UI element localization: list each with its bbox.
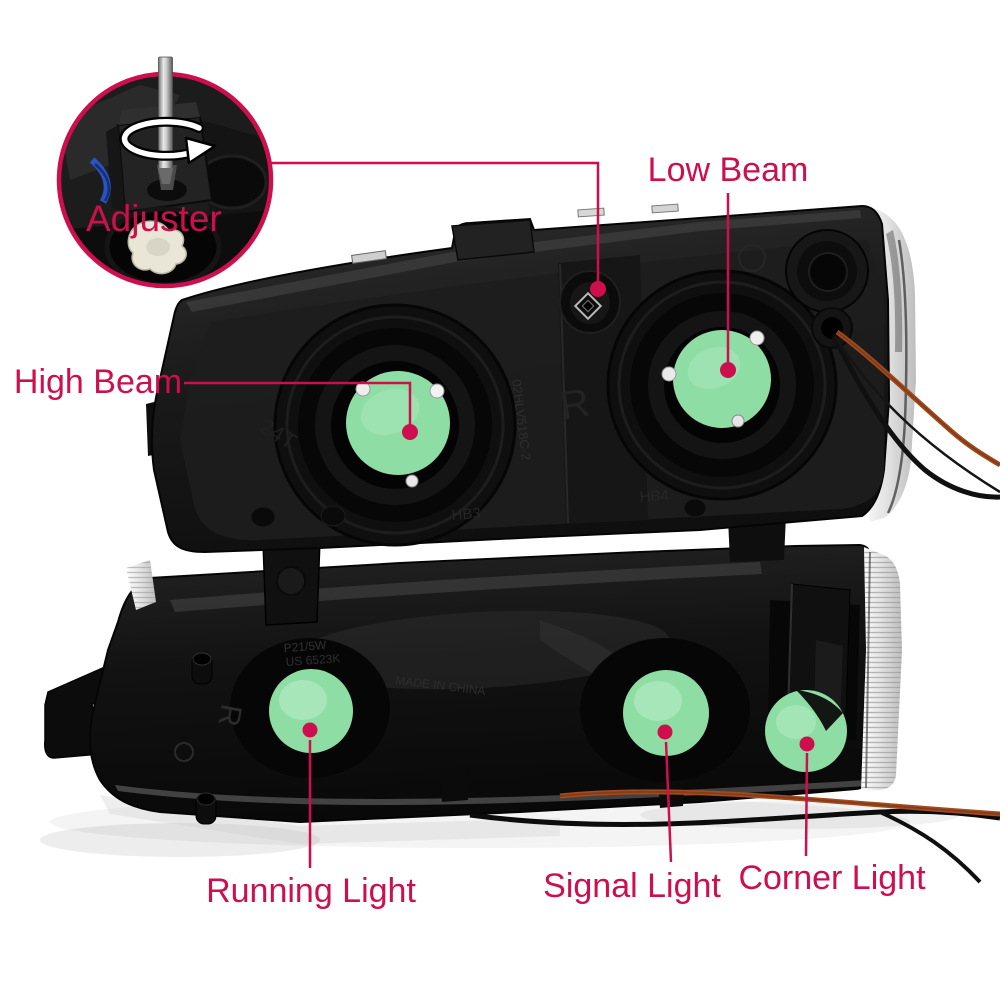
parking-light-housing: R P21/5W US 6523K MADE IN CHINA [44,543,902,825]
bulb-clip [429,383,445,399]
mount-stud-left [440,768,470,802]
callout-dot-signal-light [657,724,673,740]
label-running-light: Running Light [206,872,416,910]
lower-gloss-mid [290,610,670,690]
callout-dot-corner-light [799,736,815,752]
adjuster-socket [559,270,621,334]
label-adjuster: Adjuster [86,198,222,239]
leader-lines [184,161,809,868]
molded-circle [738,244,766,272]
black-wire-top [831,334,1000,500]
callout-dot-adjuster [590,281,606,297]
housing-bump [250,506,276,528]
label-signal-light: Signal Light [543,867,721,905]
housing-bump [683,498,707,518]
bulb-clip [731,414,745,428]
high-beam-marker [346,371,450,475]
callout-dots [302,281,815,752]
adjuster-inset: Adjuster [56,56,274,289]
leader-adjuster [270,161,600,282]
corner-marker-notch [796,690,843,731]
molded-ring [174,742,194,762]
label-high-beam: High Beam [14,363,182,401]
molded-hb3: HB3 [451,505,481,524]
retaining-clip-3 [651,203,679,214]
breather-cap [785,229,869,313]
label-low-beam: Low Beam [648,151,809,189]
top-rim [186,210,861,312]
callout-labels: Low Beam High Beam Running Light Signal … [14,151,926,910]
callout-dot-running-light [302,722,318,738]
retaining-clip-1 [351,250,387,264]
retaining-clip-2 [577,207,605,218]
bulb-clip [405,474,419,488]
low-beam-lamp [606,269,838,501]
label-corner-light: Corner Light [738,859,926,897]
harness-wires [831,329,1000,500]
molded-lens-spec: US 6523K [285,651,341,669]
high-beam-lamp [273,303,517,547]
bulb-clip [749,330,765,346]
housing-bump [320,505,346,527]
bottom-wires [469,789,1000,884]
callout-dot-high-beam [402,424,418,440]
lower-bottom-highlight [115,780,868,805]
black-wire-strand [834,337,1000,494]
lower-lens-strip [861,547,902,791]
low-beam-marker [673,330,771,428]
molded-bulb-spec: P21/5W [283,638,327,655]
top-bracket-tab [451,219,535,261]
leader-high-beam [184,381,412,425]
callout-dot-low-beam [720,362,736,378]
bulb-clip [661,366,677,382]
lower-lens-corner [126,560,156,610]
leader-signal-light [664,741,673,863]
black-wire-corner [879,810,982,884]
screwdriver-icon [158,56,173,184]
rotation-arrow-icon [119,116,217,165]
leader-corner-light [804,752,809,857]
molded-hb4: HB4 [639,487,669,506]
